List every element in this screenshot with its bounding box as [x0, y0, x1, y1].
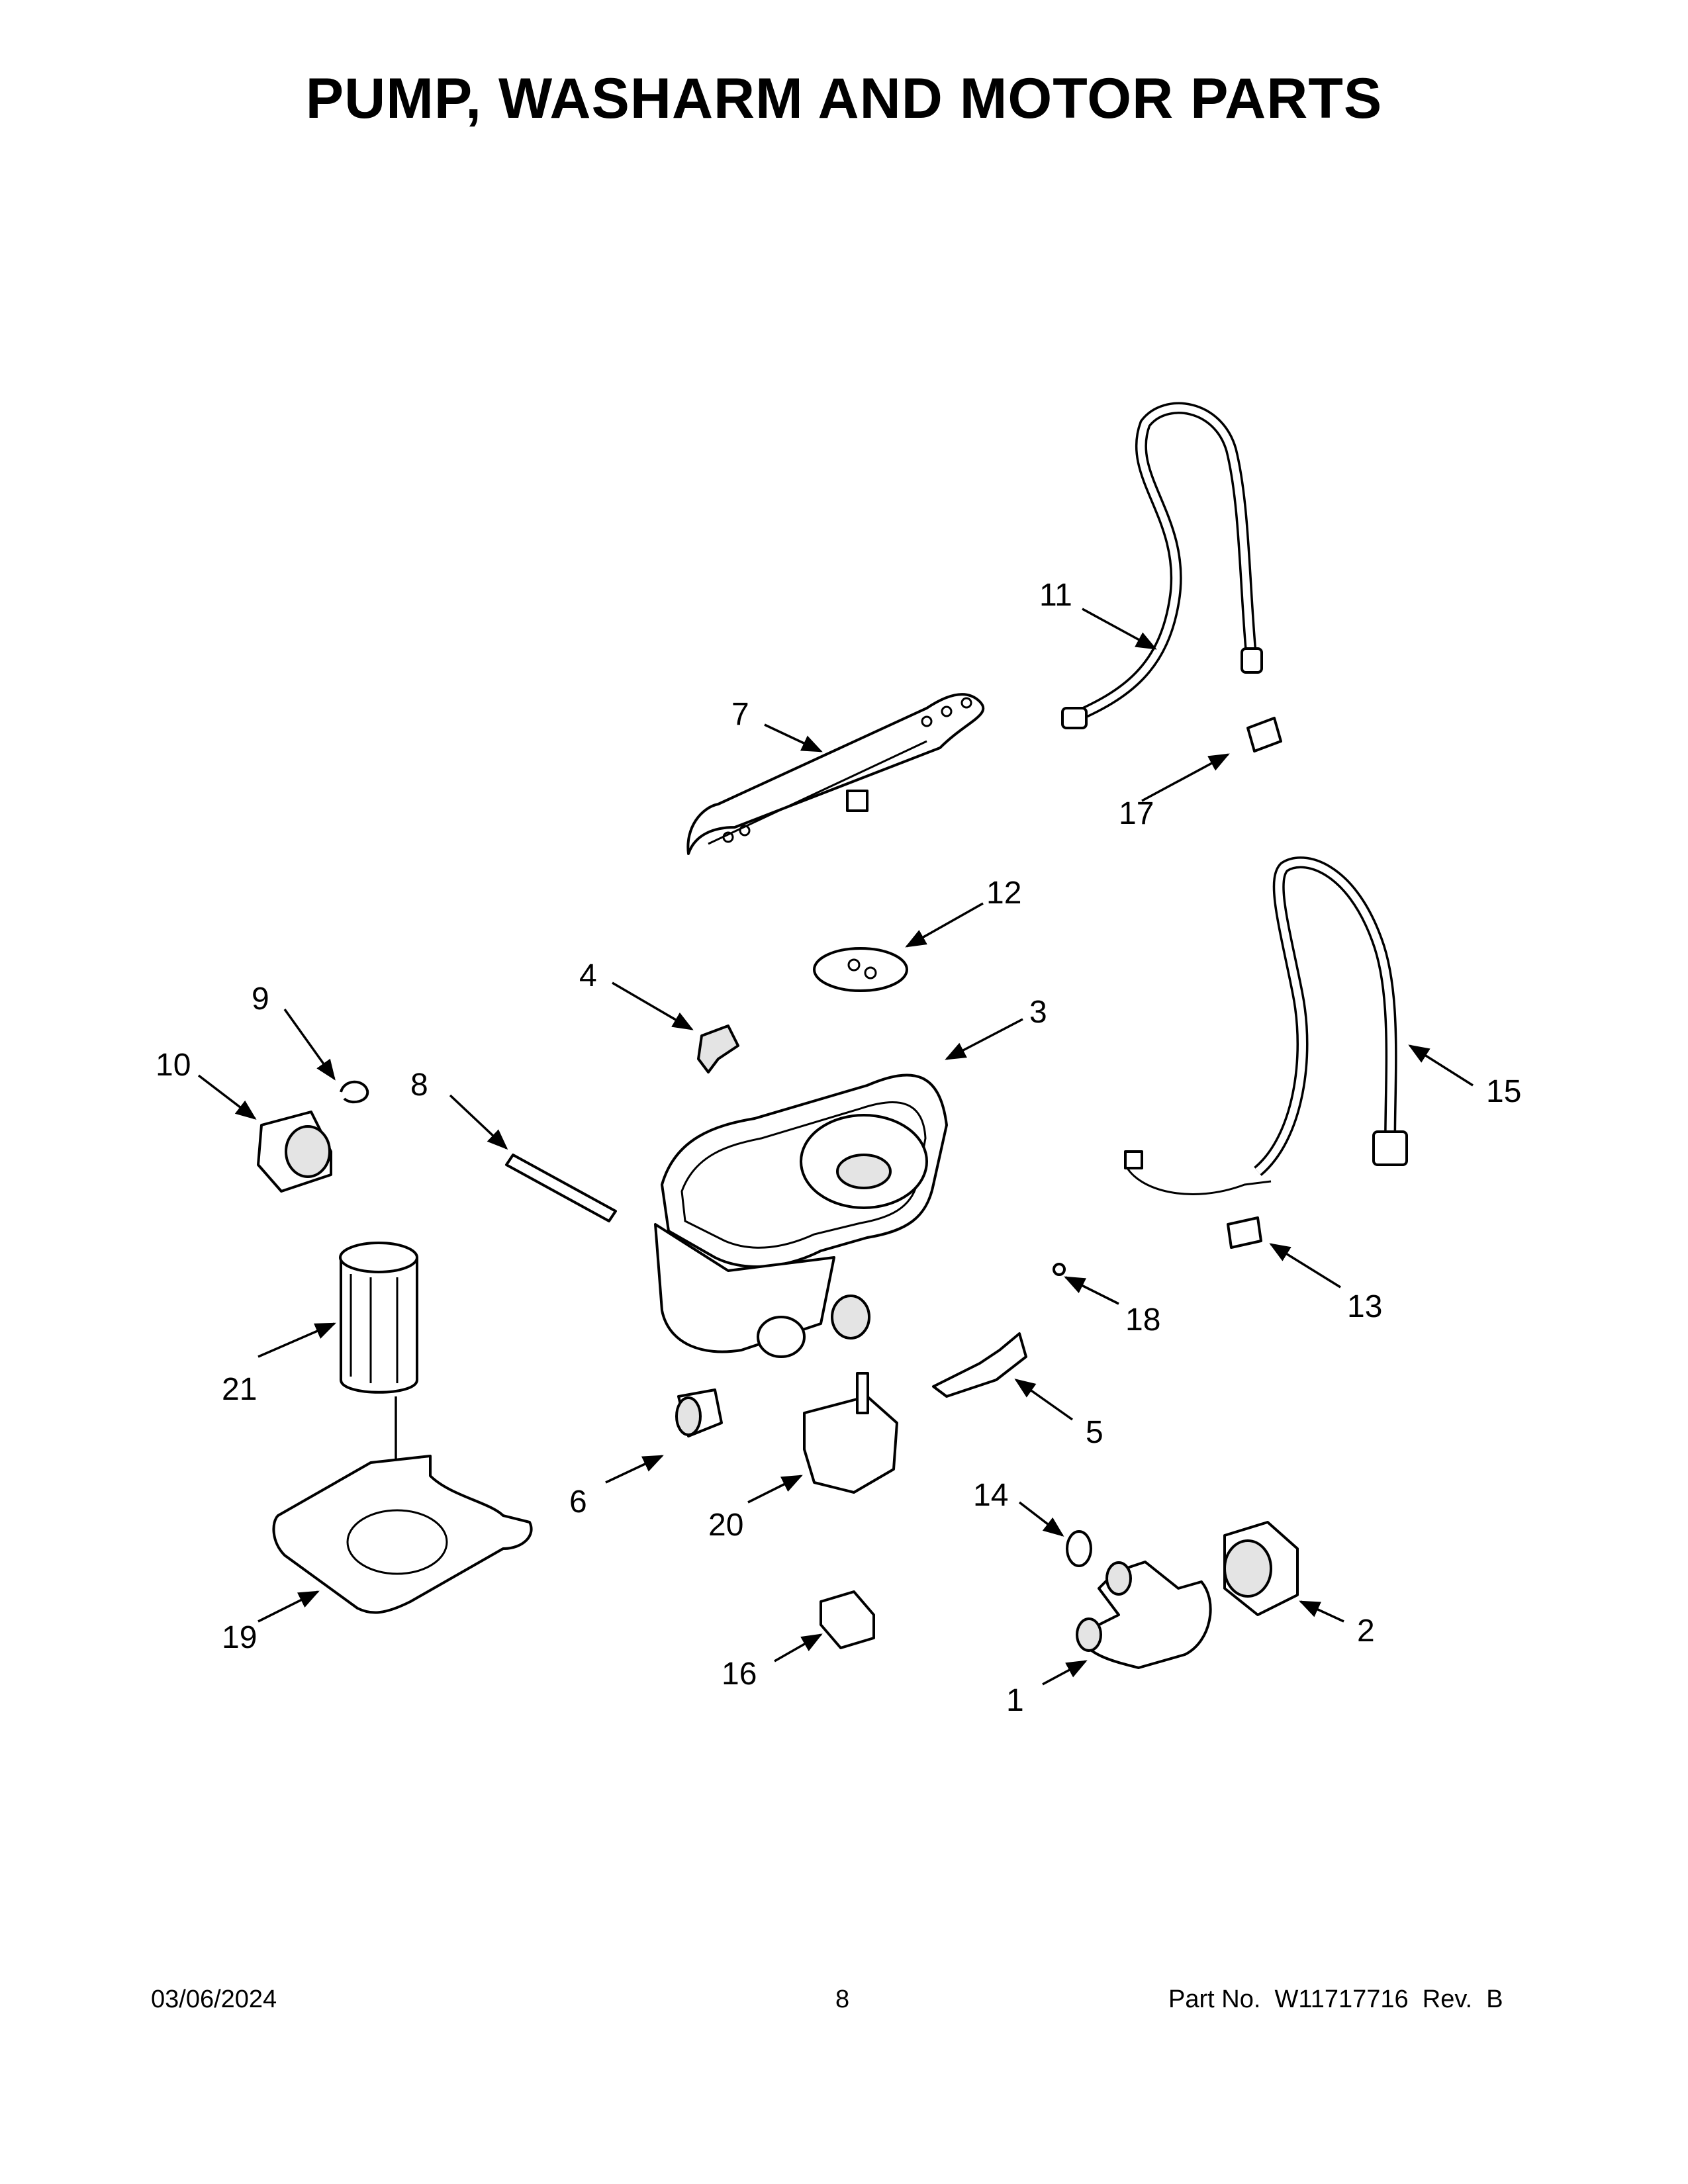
callout-17: 17	[1119, 796, 1154, 831]
callout-2: 2	[1357, 1614, 1375, 1649]
part-5-bracket	[932, 1332, 1027, 1398]
callout-15: 15	[1486, 1074, 1521, 1109]
callout-14: 14	[973, 1478, 1008, 1513]
callout-13: 13	[1347, 1289, 1382, 1324]
footer-page-number: 8	[835, 1985, 850, 2013]
part-6-elbow	[675, 1388, 723, 1437]
part-13-connector	[1227, 1216, 1262, 1249]
footer-date: 03/06/2024	[151, 1985, 277, 2013]
callout-8: 8	[410, 1068, 428, 1103]
part-7-spray-arm	[686, 693, 985, 855]
callout-labels: 11 7 17 12 4 9 10 8 3 15 13 18 21 5 6 20…	[156, 578, 1521, 1718]
rev-value: B	[1486, 1985, 1503, 2013]
part-20-housing	[803, 1372, 898, 1494]
callout-16: 16	[722, 1657, 757, 1692]
callout-3: 3	[1029, 995, 1047, 1030]
part-14-ring	[1066, 1530, 1092, 1567]
part-3-sump	[654, 1073, 948, 1358]
part-8-rod	[505, 1154, 617, 1222]
callout-21: 21	[222, 1372, 257, 1407]
part-16-module	[820, 1590, 875, 1649]
part-9-clamp	[340, 1080, 369, 1104]
part-19-base-plate	[272, 1455, 533, 1614]
part-18-nut	[1053, 1263, 1066, 1276]
leader-lines	[197, 608, 1474, 1686]
callout-7: 7	[731, 697, 749, 732]
callout-4: 4	[579, 958, 597, 993]
callout-18: 18	[1125, 1302, 1160, 1338]
callout-19: 19	[222, 1620, 257, 1655]
part-15-hose	[1124, 856, 1408, 1195]
part-17-clip	[1246, 717, 1282, 752]
part-2-motor	[1223, 1521, 1299, 1616]
footer-part-info: Part No. W11717716 Rev. B	[1168, 1985, 1503, 2014]
callout-11: 11	[1039, 578, 1072, 613]
part-1-pump	[1076, 1561, 1212, 1669]
part-number: W11717716	[1274, 1985, 1409, 2013]
callout-1: 1	[1006, 1683, 1024, 1718]
rev-label: Rev.	[1422, 1985, 1473, 2013]
part-4-sensor	[697, 1024, 739, 1073]
callout-20: 20	[708, 1508, 743, 1543]
callout-5: 5	[1086, 1415, 1103, 1450]
callout-12: 12	[986, 876, 1021, 911]
part-label: Part No.	[1168, 1985, 1261, 2013]
callout-9: 9	[252, 981, 269, 1017]
part-12-disk	[813, 947, 908, 992]
part-10-cup	[257, 1111, 332, 1193]
callout-10: 10	[156, 1048, 191, 1083]
callout-6: 6	[569, 1484, 587, 1520]
page-title: PUMP, WASHARM AND MOTOR PARTS	[305, 67, 1383, 130]
part-11-hose	[1061, 402, 1263, 729]
